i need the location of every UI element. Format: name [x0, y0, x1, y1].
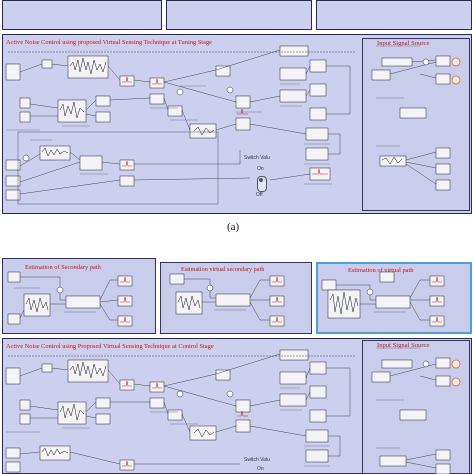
- tuning-stage-title: Active Noise Control using proposed Virt…: [6, 39, 212, 46]
- top-strip-left: [2, 0, 162, 30]
- est-virtual-secondary-title: Estimation virtual secondary path: [181, 266, 265, 273]
- switch-toggle-a[interactable]: [257, 176, 267, 192]
- caption-a: (a): [227, 221, 240, 233]
- control-stage-title: Active Noise Control using Proposed Virt…: [6, 343, 214, 350]
- top-strip-mid: [166, 0, 312, 30]
- switch-on-b: On: [257, 466, 264, 472]
- input-signal-source-panel-a: Input Signal Source: [362, 38, 470, 211]
- input-signal-source-title-a: Input Signal Source: [377, 40, 430, 47]
- est-secondary-title: Estimation of Secondary path: [25, 264, 101, 271]
- top-strip-right: [316, 0, 472, 30]
- switch-label-a: Switch Valu: [244, 155, 270, 161]
- input-signal-source-title-b: Input Signal Source: [377, 342, 430, 349]
- switch-label-b: Switch Valu: [244, 457, 270, 463]
- switch-on-a: On: [257, 166, 264, 172]
- est-virtual-title: Estimation of virtual path: [348, 267, 414, 274]
- switch-off-a: Off: [256, 192, 263, 198]
